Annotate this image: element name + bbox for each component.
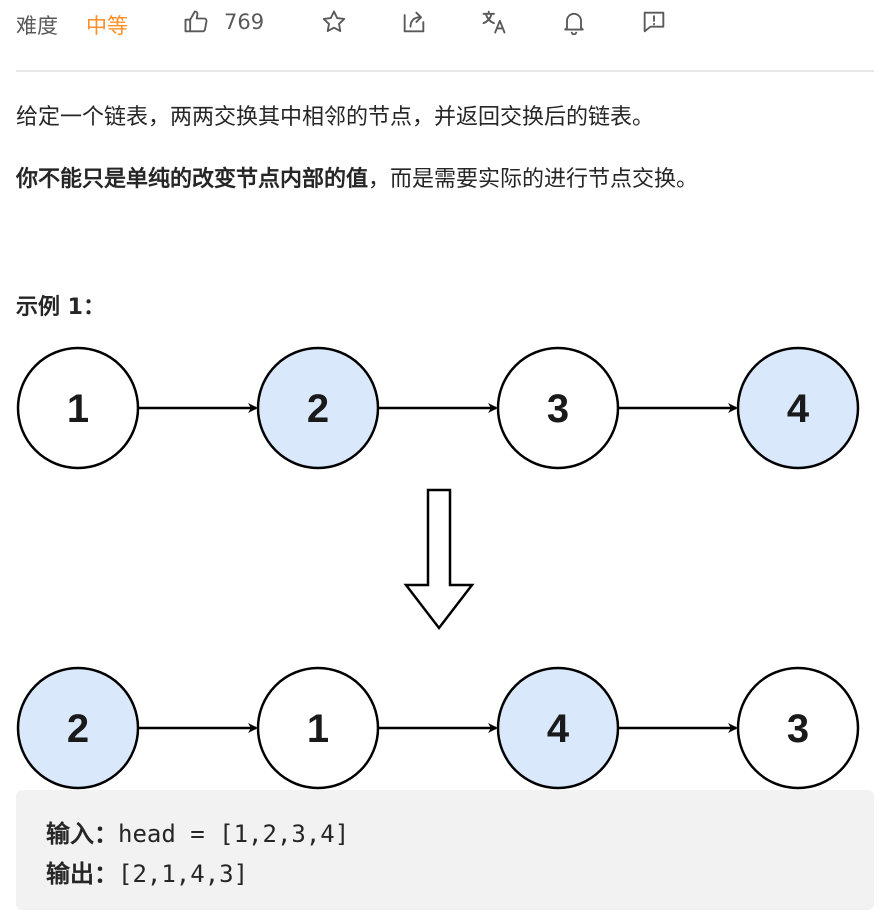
transform-arrow: [403, 488, 475, 631]
star-icon[interactable]: [320, 8, 348, 36]
linked-list-svg: 1 2 3 4 2 1 4 3: [16, 346, 860, 790]
list-node: [736, 666, 860, 790]
linked-list-diagram: 1 2 3 4 2 1 4 3: [0, 330, 882, 790]
bell-icon[interactable]: [560, 8, 588, 36]
example-title: 示例 1：: [16, 295, 105, 320]
problem-description: 给定一个链表，两两交换其中相邻的节点，并返回交换后的链表。: [16, 105, 655, 130]
list-node: [256, 666, 380, 790]
list-node: [16, 666, 140, 790]
note-emphasis: 你不能只是单纯的改变节点内部的值: [16, 167, 369, 192]
node-value: 4: [547, 707, 570, 751]
node-value: 1: [307, 707, 329, 751]
translate-icon[interactable]: [480, 8, 508, 36]
list-before: 1 2 3 4: [16, 346, 860, 470]
node-value: 3: [787, 707, 809, 751]
node-value: 4: [787, 387, 810, 431]
list-node: [16, 346, 140, 470]
node-value: 3: [547, 387, 569, 431]
list-after: 2 1 4 3: [16, 666, 860, 790]
likes-count: 769: [224, 10, 265, 34]
node-value: 2: [67, 707, 89, 751]
note-rest: ，而是需要实际的进行节点交换。: [368, 167, 699, 192]
list-node: [496, 346, 620, 470]
example-code-block: 输入：head = [1,2,3,4] 输出：[2,1,4,3]: [16, 790, 874, 910]
output-label: 输出：: [46, 860, 118, 888]
share-icon[interactable]: [400, 8, 428, 36]
input-label: 输入：: [46, 820, 118, 848]
output-value: [2,1,4,3]: [118, 860, 249, 888]
thumbs-up-icon[interactable]: [182, 8, 210, 36]
node-value: 2: [307, 387, 329, 431]
header-divider: [16, 70, 874, 72]
input-value: head = [1,2,3,4]: [118, 820, 350, 848]
problem-note: 你不能只是单纯的改变节点内部的值，而是需要实际的进行节点交换。: [16, 165, 698, 195]
input-line: 输入：head = [1,2,3,4]: [46, 814, 349, 849]
list-node: [736, 346, 860, 470]
difficulty-label: 难度: [16, 14, 58, 38]
feedback-icon[interactable]: [640, 8, 668, 36]
difficulty-badge: 中等: [86, 14, 128, 38]
list-node: [496, 666, 620, 790]
output-line: 输出：[2,1,4,3]: [46, 854, 248, 889]
list-node: [256, 346, 380, 470]
problem-toolbar: 难度 中等 769: [0, 0, 882, 48]
node-value: 1: [67, 387, 89, 431]
